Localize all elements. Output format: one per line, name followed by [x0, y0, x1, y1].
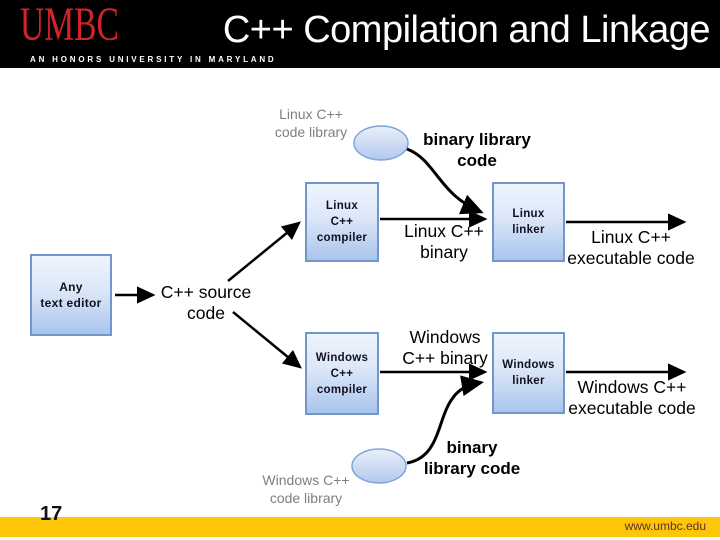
box-label-line: Linux — [325, 200, 359, 212]
label-linux-cpp-executable: Linux C++ executable code — [567, 227, 695, 268]
box-label-line: Windows — [502, 359, 555, 371]
label-windows-code-library: Windows C++ code library — [262, 472, 350, 506]
label-binary-library-code-top: binary library code — [423, 130, 531, 170]
box-label-line: compiler — [316, 232, 368, 244]
label-binary-library-code-bottom: binary library code — [423, 438, 521, 478]
curve-top-library-to-linux-linker — [406, 147, 484, 215]
arrow-source-to-linux-compiler — [227, 221, 301, 282]
box-windows-linker: Windows linker — [492, 332, 565, 414]
box-label-line: text editor — [40, 296, 102, 310]
label-windows-cpp-binary: Windows C++ binary — [402, 327, 488, 368]
box-label-line: Windows — [315, 351, 369, 364]
box-any-text-editor: Any text editor — [30, 254, 112, 336]
page-number: 17 — [40, 503, 63, 525]
label-linux-code-library: Linux C++ code library — [274, 106, 348, 140]
box-label-line: linker — [512, 224, 545, 236]
box-windows-compiler: Windows C++ compiler — [305, 332, 379, 415]
library-blob-bottom — [351, 448, 407, 484]
umbc-logo: UMBC — [20, 0, 119, 52]
box-label-line: compiler — [316, 383, 368, 396]
label-cpp-source-code: C++ source code — [160, 282, 252, 323]
library-blob-top — [353, 125, 409, 161]
label-windows-cpp-executable: Windows C++ executable code — [568, 377, 696, 418]
box-label-line: linker — [512, 375, 545, 387]
label-linux-cpp-binary: Linux C++ binary — [404, 221, 484, 262]
logo-tagline: AN HONORS UNIVERSITY IN MARYLAND — [30, 55, 277, 64]
arrow-source-to-windows-compiler — [232, 311, 302, 369]
box-label-line: C++ — [330, 216, 354, 228]
box-label-line: Linux — [512, 208, 545, 220]
box-linux-linker: Linux linker — [492, 182, 565, 262]
footer-accent-bar — [0, 517, 720, 537]
box-label-line: Any — [59, 280, 83, 294]
page-title: C++ Compilation and Linkage — [222, 9, 711, 51]
box-label-line: C++ — [330, 367, 354, 380]
slide-header: UMBC AN HONORS UNIVERSITY IN MARYLAND C+… — [0, 0, 720, 68]
box-linux-compiler: Linux C++ compiler — [305, 182, 379, 262]
curve-bottom-library-to-windows-linker — [406, 375, 484, 465]
footer-url: www.umbc.edu — [624, 519, 706, 533]
